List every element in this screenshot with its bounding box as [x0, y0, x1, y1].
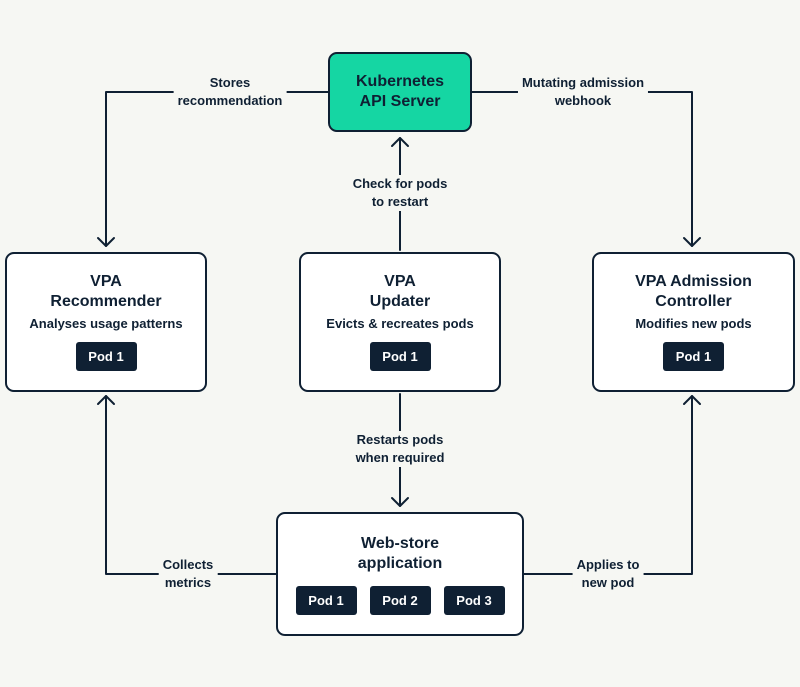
arrowhead-applies: [683, 395, 701, 405]
api-title-line1: Kubernetes: [355, 73, 445, 90]
recommender-subtitle: Analyses usage patterns: [29, 316, 183, 331]
updater-pods: Pod 1: [369, 342, 431, 371]
edge-label-check: Check for pods to restart: [348, 175, 452, 211]
recommender-pods: Pod 1: [75, 342, 137, 371]
arrowhead-restarts: [391, 497, 409, 507]
arrowhead-stores: [97, 237, 115, 247]
edge-collects-metrics: [105, 395, 277, 575]
recommender-title-line1: VPA: [90, 273, 122, 290]
pod-chip: Pod 1: [663, 342, 724, 371]
updater-subtitle: Evicts & recreates pods: [326, 316, 474, 331]
pod-chip: Pod 1: [295, 586, 357, 615]
node-api-server: Kubernetes API Server: [328, 52, 472, 132]
edge-label-mutating: Mutating admission webhook: [517, 74, 649, 110]
edge-stores-recommendation: [105, 91, 329, 247]
pod-chip: Pod 1: [75, 342, 137, 371]
edge-label-restarts: Restarts pods when required: [351, 431, 449, 467]
webstore-title-line2: application: [357, 555, 443, 572]
pod-chip: Pod 3: [443, 586, 505, 615]
pod-chip: Pod 1: [369, 342, 431, 371]
admission-title-line1: VPA Admission: [635, 273, 752, 290]
edge-label-collects: Collects metrics: [158, 556, 218, 592]
node-vpa-recommender: VPA Recommender Analyses usage patterns …: [5, 252, 207, 392]
recommender-title-line2: Recommender: [50, 293, 162, 310]
arrowhead-mutating: [683, 237, 701, 247]
admission-subtitle: Modifies new pods: [635, 316, 752, 331]
api-title-line2: API Server: [359, 93, 441, 110]
updater-title-line1: VPA: [384, 273, 416, 290]
edge-label-stores: Stores recommendation: [173, 74, 287, 110]
edge-label-applies: Applies to new pod: [572, 556, 644, 592]
pod-chip: Pod 2: [369, 586, 431, 615]
arrowhead-check: [391, 137, 409, 147]
admission-title-line2: Controller: [655, 293, 732, 310]
node-webstore-application: Web-store application Pod 1 Pod 2 Pod 3: [276, 512, 524, 636]
edge-mutating-webhook: [471, 91, 693, 247]
webstore-title-line1: Web-store: [361, 535, 439, 552]
node-vpa-admission-controller: VPA Admission Controller Modifies new po…: [592, 252, 795, 392]
admission-pods: Pod 1: [663, 342, 724, 371]
node-vpa-updater: VPA Updater Evicts & recreates pods Pod …: [299, 252, 501, 392]
arrowhead-collects: [97, 395, 115, 405]
edge-applies-new-pod: [523, 395, 693, 575]
updater-title-line2: Updater: [369, 293, 431, 310]
webstore-pods: Pod 1 Pod 2 Pod 3: [295, 586, 505, 615]
